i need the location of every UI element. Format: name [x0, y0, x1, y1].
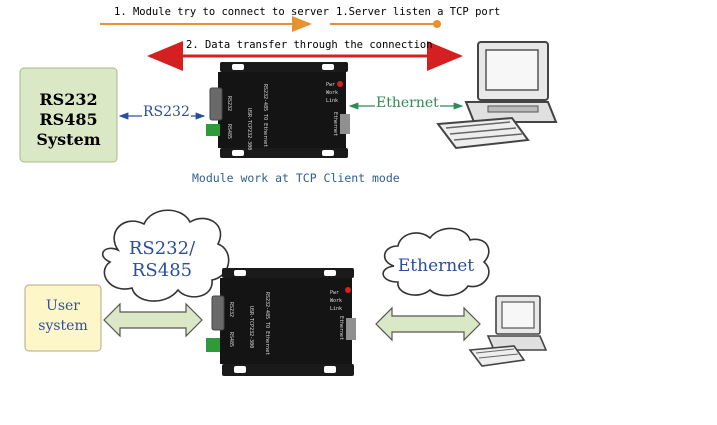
rs-block-arrow — [103, 302, 203, 338]
rs-system-label: RS232 RS485 System — [20, 90, 117, 150]
device-port-label-bottom: RS232 — [228, 302, 234, 318]
device-led-link-bottom: Link — [330, 306, 343, 312]
system-line-2: RS485 — [39, 110, 98, 129]
user-system-box — [24, 284, 102, 352]
ethernet-block-arrow — [375, 306, 481, 342]
device-led-pwr-top: Pwr — [326, 82, 336, 88]
device-terminal-label-bottom: RS485 — [228, 332, 234, 348]
user-line-2: system — [38, 318, 88, 334]
rs232-label: RS232 — [142, 104, 191, 120]
ethernet-cloud — [382, 227, 490, 297]
mode-caption: Module work at TCP Client mode — [192, 171, 400, 185]
device-model-top: USR-TCP232-300 — [246, 108, 252, 151]
device-subtitle-top: RS232-485 TO Ethernet — [262, 84, 268, 148]
device-led-work-bottom: Work — [330, 298, 343, 304]
rs232-rs485-cloud-label: RS232/ RS485 — [112, 238, 212, 282]
serial-server-device-bottom — [206, 268, 356, 376]
cloud-line-1: RS232/ — [128, 238, 196, 259]
ethernet-cloud-label: Ethernet — [397, 256, 475, 276]
transfer-label: 2. Data transfer through the connection — [186, 39, 433, 51]
device-led-link-top: Link — [326, 98, 339, 104]
serial-server-device-top — [206, 62, 350, 158]
device-rj45-label-top: Ethernet — [332, 112, 338, 137]
computer-icon-top — [436, 41, 558, 150]
computer-icon-bottom — [468, 295, 548, 367]
user-system-label: User system — [25, 296, 101, 336]
connect-label: 1. Module try to connect to server — [114, 6, 329, 18]
ethernet-label: Ethernet — [375, 95, 440, 111]
device-led-work-top: Work — [326, 90, 339, 96]
listen-label: 1.Server listen a TCP port — [336, 6, 501, 18]
device-port-label-top: RS232 — [226, 96, 232, 112]
rs232-rs485-cloud — [101, 209, 230, 302]
device-led-pwr-bottom: Pwr — [330, 290, 340, 296]
system-line-3: System — [36, 130, 101, 149]
rs-system-box — [19, 67, 118, 163]
device-subtitle-bottom: RS232-485 TO Ethernet — [264, 292, 270, 356]
listen-arrow-dot — [433, 20, 441, 28]
device-rj45-label-bottom: Ethernet — [338, 316, 344, 341]
device-terminal-label-top: RS485 — [226, 124, 232, 140]
system-line-1: RS232 — [39, 90, 98, 109]
cloud-line-2: RS485 — [131, 260, 193, 281]
user-line-1: User — [46, 298, 80, 314]
device-model-bottom: USR-TCP232-300 — [248, 306, 254, 349]
